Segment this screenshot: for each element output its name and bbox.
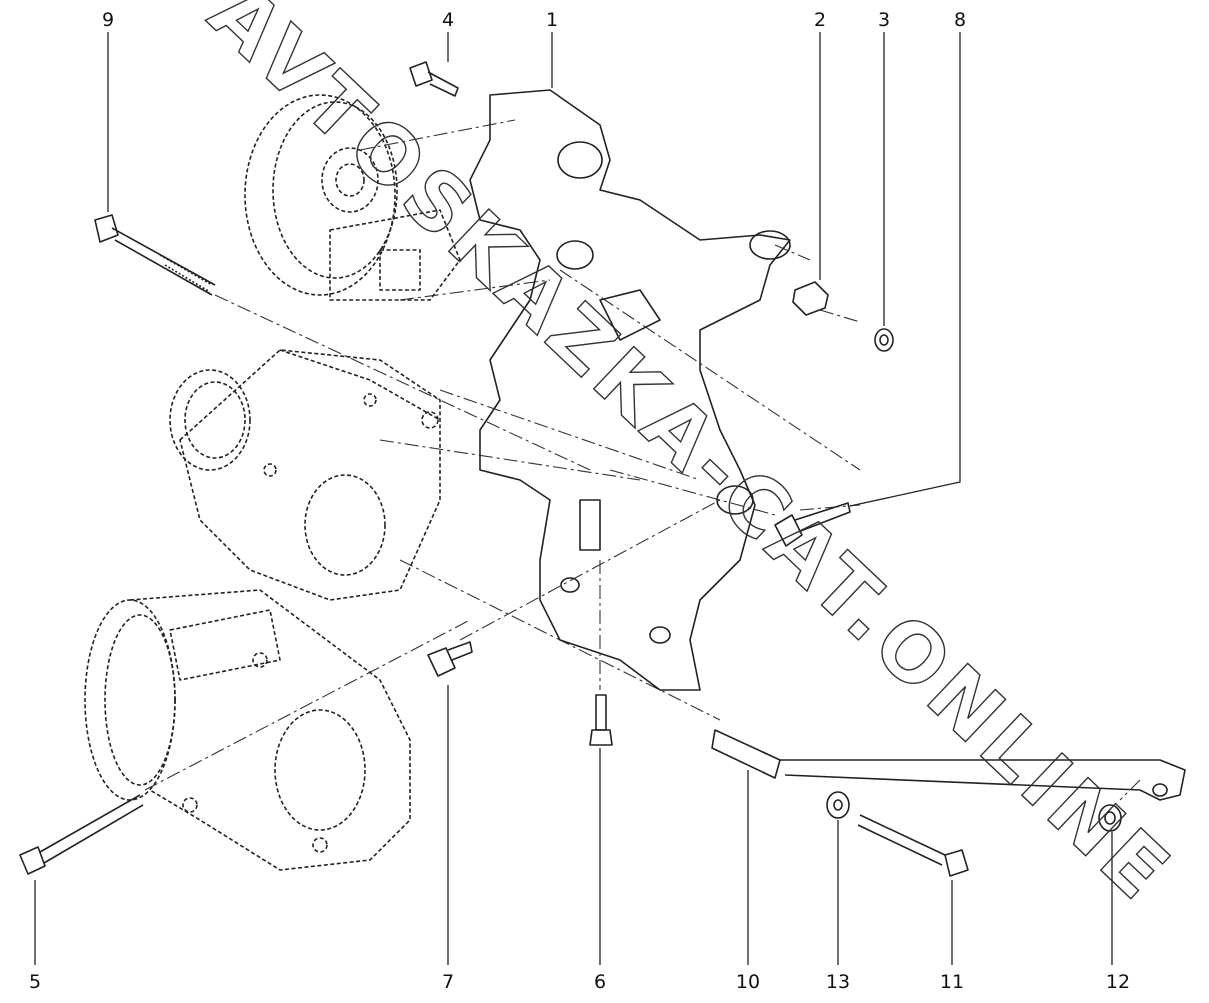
main-bracket xyxy=(469,89,791,691)
bolt-8 xyxy=(774,502,851,547)
callout-1: 1 xyxy=(546,9,558,31)
callout-2: 2 xyxy=(814,9,826,31)
bolt-9 xyxy=(94,214,216,296)
stay-bar-10 xyxy=(711,729,1186,801)
callout-6: 6 xyxy=(594,971,606,993)
washer-13 xyxy=(826,791,850,819)
callout-10: 10 xyxy=(736,971,760,993)
callout-8: 8 xyxy=(954,9,966,31)
pump-pulley xyxy=(244,94,461,301)
bolt-7 xyxy=(427,641,473,677)
bolt-4 xyxy=(409,61,459,97)
callout-9: 9 xyxy=(102,9,114,31)
ac-compressor xyxy=(84,589,411,871)
callout-5: 5 xyxy=(29,971,41,993)
watermark: AVTOSKAZKA-CAT.ONLINE xyxy=(192,0,1190,920)
callout-labels: 9 4 1 2 3 8 5 7 6 10 13 11 12 xyxy=(29,9,1130,993)
bolt-5 xyxy=(19,794,144,875)
callout-4: 4 xyxy=(442,9,454,31)
callout-leaders xyxy=(34,32,1113,965)
nut-3 xyxy=(874,328,894,352)
callout-7: 7 xyxy=(442,971,454,993)
callout-11: 11 xyxy=(940,971,964,993)
bolt-6 xyxy=(589,694,613,746)
alternator xyxy=(169,349,441,601)
callout-13: 13 xyxy=(826,971,850,993)
bolt-11 xyxy=(857,814,969,877)
callout-3: 3 xyxy=(878,9,890,31)
callout-12: 12 xyxy=(1106,971,1130,993)
spacer-2 xyxy=(792,281,829,316)
nut-12 xyxy=(1098,804,1122,832)
